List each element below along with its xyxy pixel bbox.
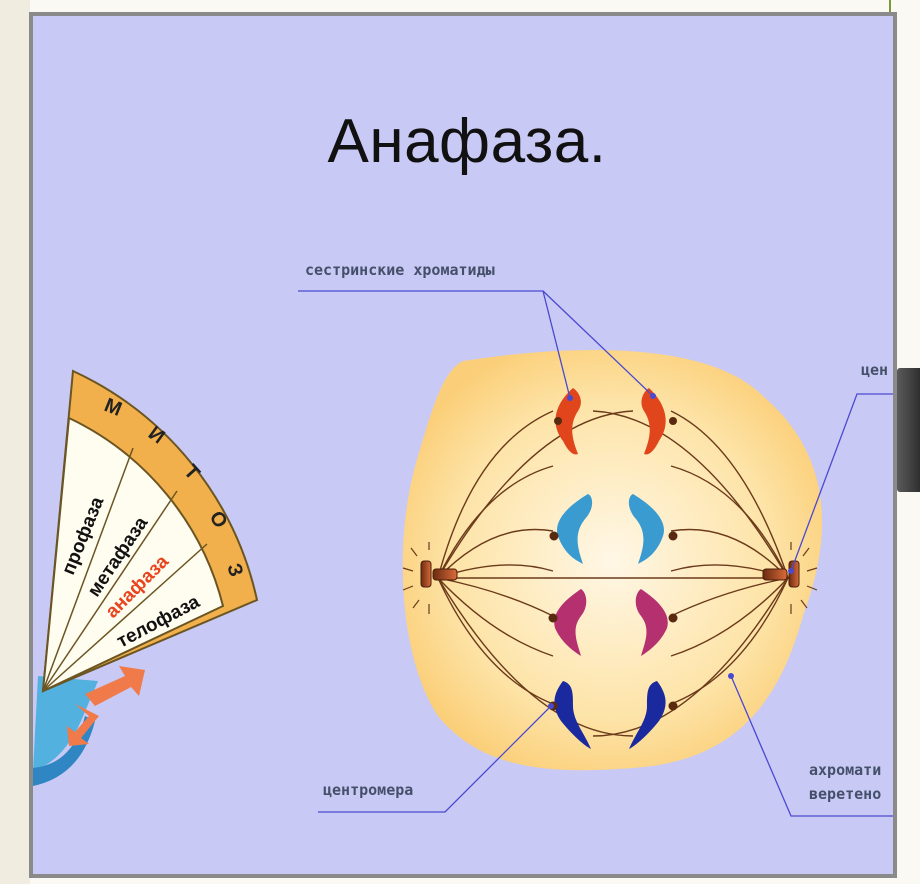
mitosis-diagram: М И Т О З профаза метафаза анафаза телоф… (33, 16, 897, 878)
anaphase-cell (403, 350, 822, 770)
slide: Анафаза. (29, 12, 897, 878)
side-scroll-handle[interactable] (897, 368, 920, 492)
label-sister-chromatids: сестринские хроматиды (305, 261, 495, 279)
mitosis-wheel: М И Т О З профаза метафаза анафаза телоф… (33, 371, 257, 786)
label-spindle-line2: веретено (809, 785, 881, 803)
label-centriole: цен (861, 361, 888, 379)
label-centromere: центромера (323, 781, 413, 799)
label-spindle-line1: ахромати (809, 761, 881, 779)
